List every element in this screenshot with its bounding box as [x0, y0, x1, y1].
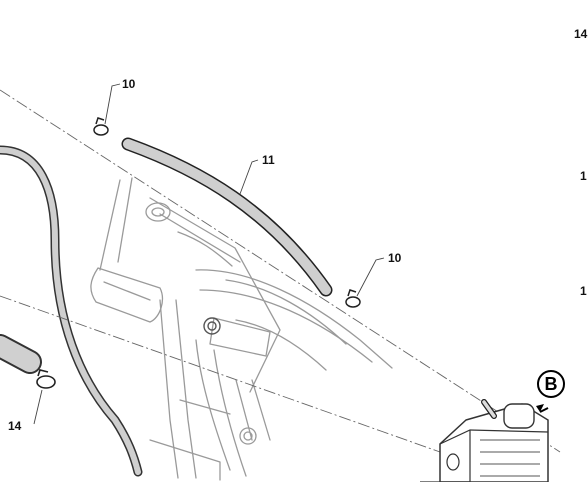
- view-marker-letter: B: [545, 374, 558, 394]
- assembly-axes: [0, 89, 561, 453]
- clamp-10-lower: [345, 289, 361, 308]
- callout-1-edge-b: 1: [580, 284, 587, 298]
- radiator: [420, 399, 549, 482]
- callout-1-edge-a: 1: [580, 169, 587, 183]
- left-hose: [0, 145, 143, 477]
- frame-drawing: [90, 177, 393, 481]
- callout-14-edge: 14: [574, 27, 588, 41]
- clamp-14: [36, 369, 56, 389]
- view-marker-b: B: [537, 370, 565, 398]
- callout-11: 11: [262, 153, 275, 167]
- clamp-10-upper: [93, 117, 109, 136]
- leader-lines: [33, 83, 549, 425]
- callout-10-upper: 10: [122, 77, 136, 91]
- callout-14: 14: [8, 419, 22, 433]
- hose-11: [121, 137, 333, 297]
- callout-10-lower: 10: [388, 251, 402, 265]
